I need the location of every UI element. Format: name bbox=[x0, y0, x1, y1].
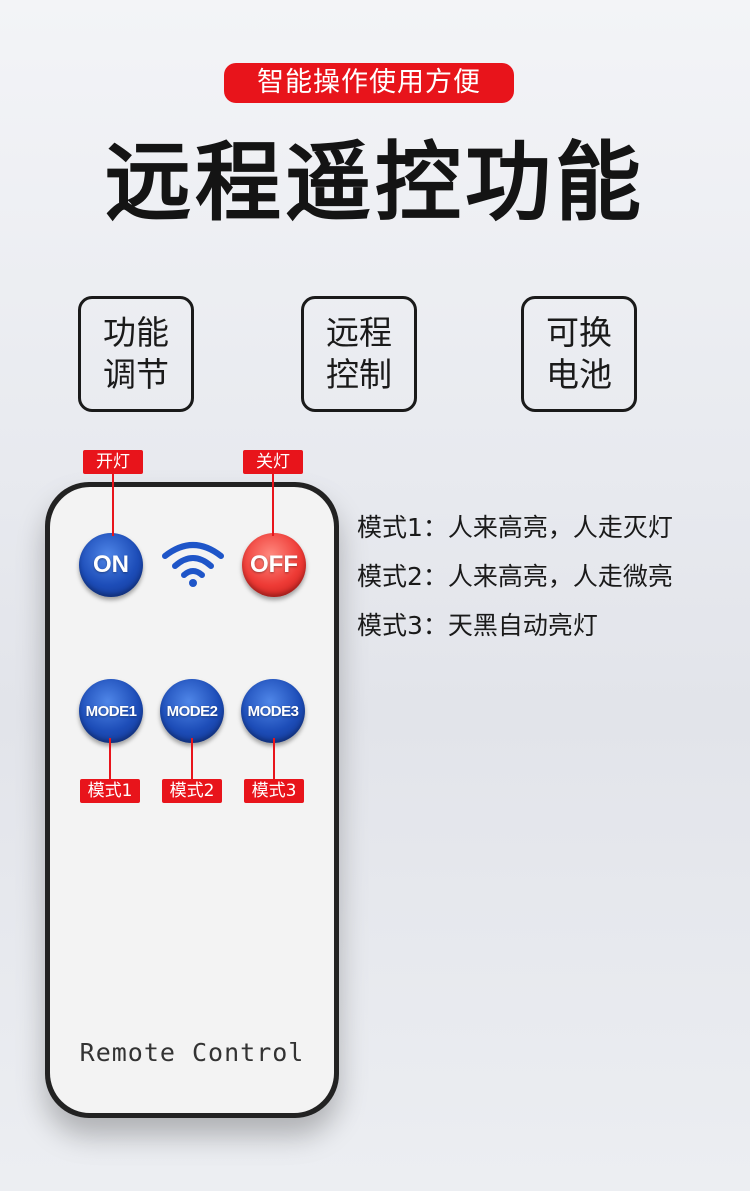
feature-line: 可换 bbox=[546, 313, 612, 352]
feature-box-remote-control: 远程 控制 bbox=[301, 296, 417, 412]
callout-line-mode3 bbox=[273, 738, 275, 780]
remote-brand-label: Remote Control bbox=[79, 1038, 305, 1067]
callout-light-on: 开灯 bbox=[83, 450, 143, 474]
mode3-button[interactable]: MODE3 bbox=[241, 679, 305, 743]
mode2-button[interactable]: MODE2 bbox=[160, 679, 224, 743]
feature-line: 远程 bbox=[326, 313, 392, 352]
callout-line-on bbox=[112, 474, 114, 536]
off-button[interactable]: OFF bbox=[242, 533, 306, 597]
callout-mode1: 模式1 bbox=[80, 779, 140, 803]
tagline-badge: 智能操作使用方便 bbox=[224, 63, 514, 103]
page-title: 远程遥控功能 bbox=[105, 133, 645, 233]
callout-light-off: 关灯 bbox=[243, 450, 303, 474]
callout-line-off bbox=[272, 474, 274, 536]
callout-line-mode2 bbox=[191, 738, 193, 780]
feature-box-function-adjust: 功能 调节 bbox=[78, 296, 194, 412]
feature-line: 调节 bbox=[103, 355, 169, 394]
feature-line: 控制 bbox=[326, 355, 392, 394]
wifi-icon bbox=[162, 542, 224, 587]
feature-line: 功能 bbox=[103, 313, 169, 352]
mode-description-3: 模式3：天黑自动亮灯 bbox=[357, 611, 598, 640]
mode1-button[interactable]: MODE1 bbox=[79, 679, 143, 743]
callout-line-mode1 bbox=[109, 738, 111, 780]
feature-box-replaceable-battery: 可换 电池 bbox=[521, 296, 637, 412]
callout-mode3: 模式3 bbox=[244, 779, 304, 803]
feature-line: 电池 bbox=[546, 355, 612, 394]
callout-mode2: 模式2 bbox=[162, 779, 222, 803]
mode-description-1: 模式1：人来高亮，人走灭灯 bbox=[357, 513, 673, 542]
mode-description-2: 模式2：人来高亮，人走微亮 bbox=[357, 562, 673, 591]
on-button[interactable]: ON bbox=[79, 533, 143, 597]
